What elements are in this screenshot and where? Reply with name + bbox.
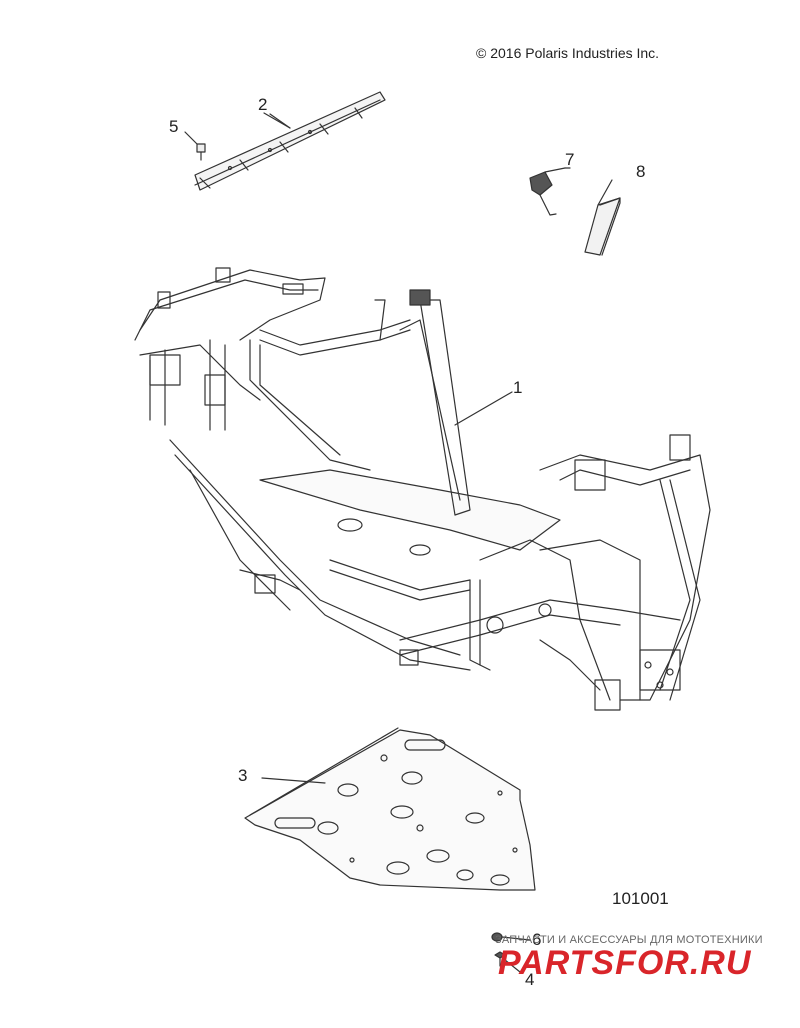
callout-6: 6 [532,930,542,949]
part-2-rail [194,91,386,191]
copyright-text: © 2016 Polaris Industries Inc. [476,45,660,61]
callout-7: 7 [565,150,575,169]
watermark-subtitle: ЗАПЧАСТИ И АКСЕССУАРЫ ДЛЯ МОТОТЕХНИКИ [495,934,763,946]
part-7-clip [529,167,571,216]
part-3-skid-plate [244,727,536,891]
watermark-logo[interactable]: PARTSFOR.RU [498,944,752,982]
callout-8: 8 [636,162,646,181]
part-5-bolt [184,131,206,161]
callout-4: 4 [525,970,535,989]
callout-5: 5 [169,117,179,136]
drawing-number: 101001 [612,889,669,908]
part-8-foam [584,179,621,256]
callout-1: 1 [513,378,523,397]
callout-2: 2 [258,95,268,114]
part-1-frame [134,267,711,711]
callout-3: 3 [238,766,248,785]
part-4-screw [494,951,521,973]
part-6-nut [491,932,531,942]
